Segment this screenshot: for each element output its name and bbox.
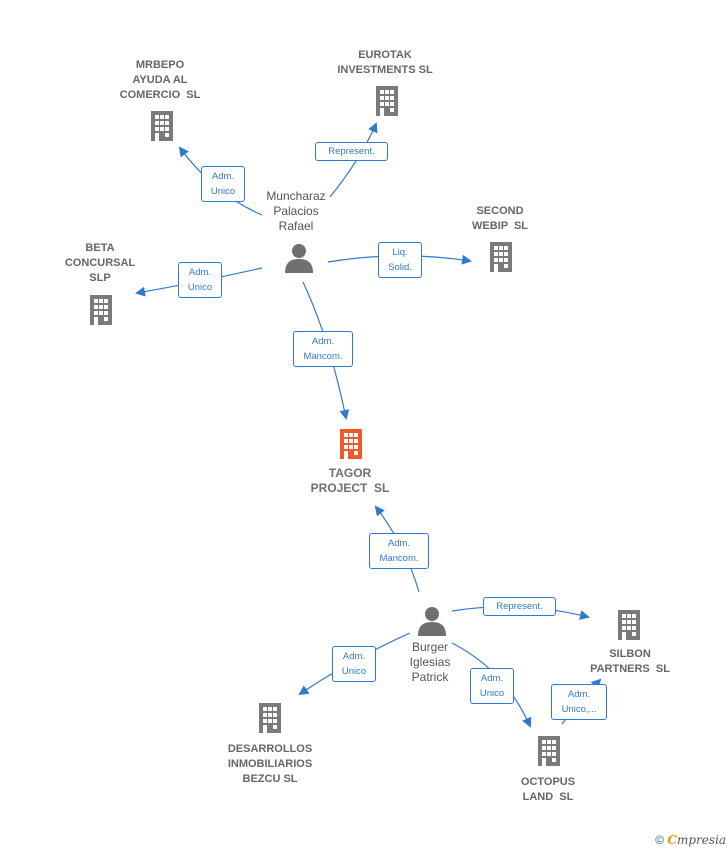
building-icon-second[interactable]	[490, 242, 512, 272]
person-icon-muncharaz[interactable]	[285, 244, 313, 273]
building-icon-eurotak[interactable]	[376, 86, 398, 116]
company-label-beta[interactable]: BETA CONCURSAL SLP	[64, 242, 136, 284]
relation-badge-silbon: Represent.	[483, 597, 556, 616]
building-icon-desarrollos[interactable]	[259, 703, 281, 733]
company-label-silbon[interactable]: SILBON PARTNERS SL	[590, 648, 670, 675]
relation-badge-eurotak: Represent.	[315, 142, 388, 161]
building-icon-octopus[interactable]	[538, 736, 560, 766]
brand-logo-letter: C	[667, 833, 677, 847]
relation-badge-desarrollos: Adm. Unico	[332, 646, 376, 682]
person-label-muncharaz[interactable]: Muncharaz Palacios Rafael	[266, 189, 326, 233]
brand-name: mpresia	[676, 833, 726, 847]
company-label-mrbepo[interactable]: MRBEPO AYUDA AL COMERCIO SL	[119, 59, 201, 101]
building-icon-tagor[interactable]	[340, 429, 362, 459]
relation-badge-mrbepo: Adm. Unico	[201, 166, 245, 202]
company-label-second[interactable]: SECOND WEBIP SL	[471, 205, 529, 232]
company-label-eurotak[interactable]: EUROTAK INVESTMENTS SL	[337, 49, 433, 76]
company-label-octopus[interactable]: OCTOPUS LAND SL	[520, 776, 576, 803]
company-label-tagor[interactable]: TAGOR PROJECT SL	[310, 466, 390, 495]
person-label-burger[interactable]: Burger Iglesias Patrick	[409, 640, 451, 684]
company-label-desarrollos[interactable]: DESARROLLOS INMOBILIARIOS BEZCU SL	[227, 743, 313, 785]
building-icon-beta[interactable]	[90, 295, 112, 325]
footer-brand[interactable]: © Cmpresia	[655, 833, 726, 847]
relation-badge-second: Liq. Solid.	[378, 242, 422, 278]
relation-badge-tagor-burger: Adm. Mancom.	[369, 533, 429, 569]
building-icon-mrbepo[interactable]	[151, 111, 173, 141]
relation-badge-octopus: Adm. Unico	[470, 668, 514, 704]
copyright-icon: ©	[655, 833, 665, 847]
person-icon-burger[interactable]	[418, 607, 446, 636]
building-icon-silbon[interactable]	[618, 610, 640, 640]
relation-badge-beta: Adm. Unico	[178, 262, 222, 298]
relation-badge-octopus-silbon: Adm. Unico,...	[551, 684, 607, 720]
relation-badge-tagor-muncharaz: Adm. Mancom.	[293, 331, 353, 367]
